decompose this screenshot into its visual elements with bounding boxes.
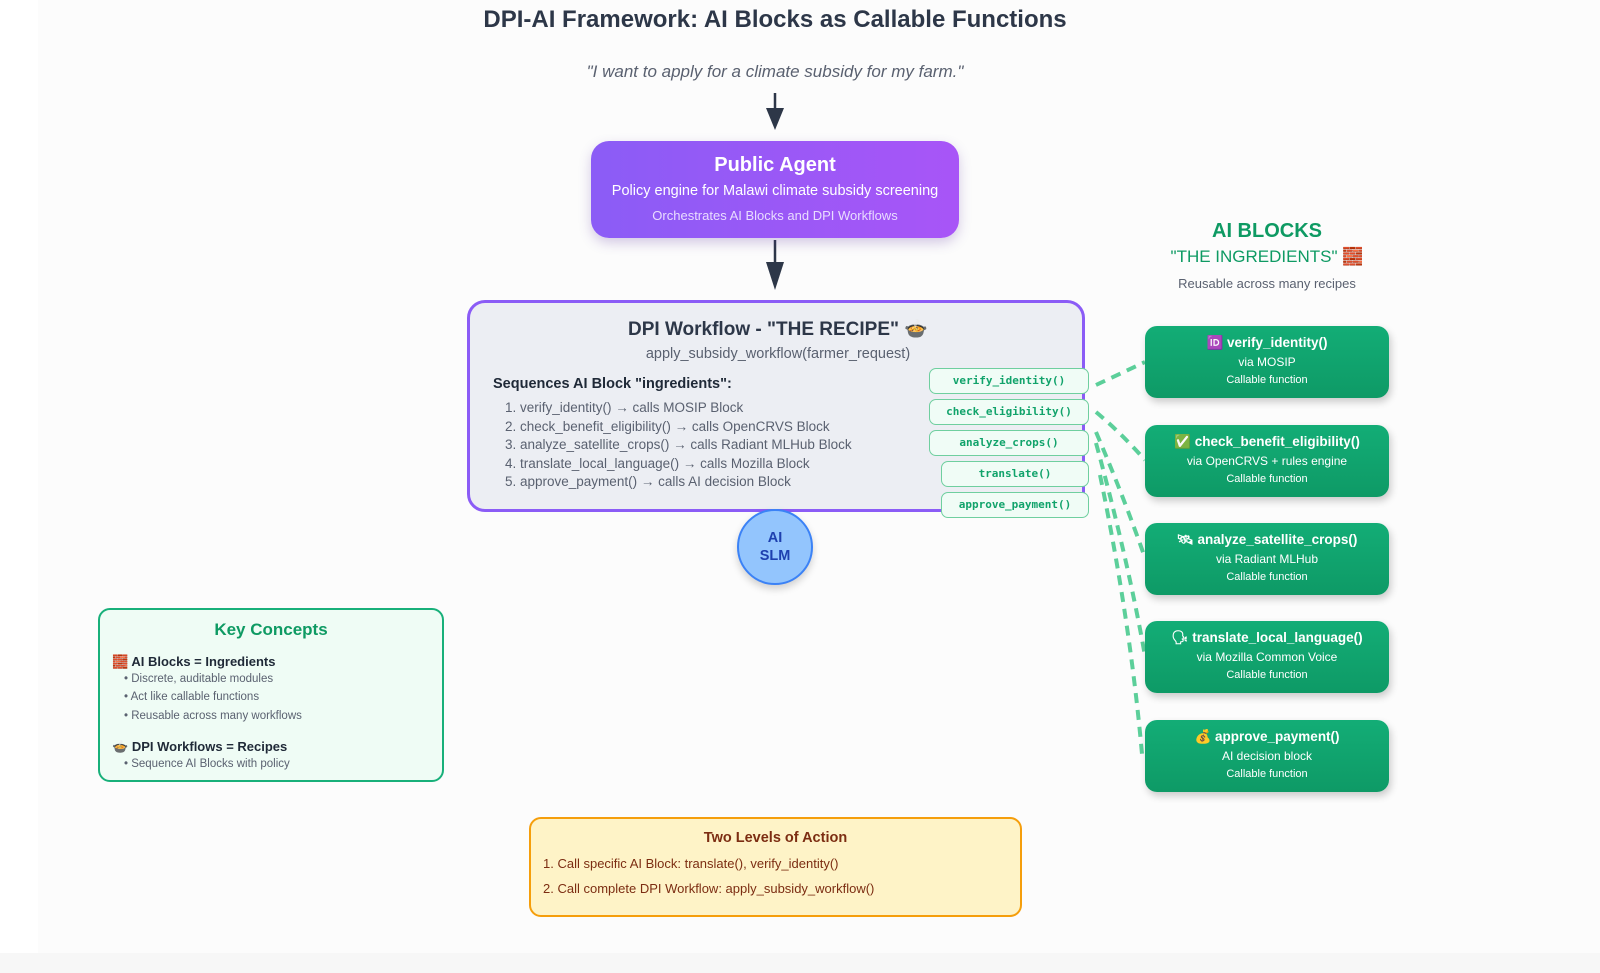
diagram-title: DPI-AI Framework: AI Blocks as Callable … (483, 6, 1067, 33)
ai-blocks-subtitle: "THE INGREDIENTS" 🧱 (1145, 247, 1389, 267)
block-function-name: verify_identity() (1227, 335, 1328, 350)
concept-heading: 🍲 DPI Workflows = Recipes (112, 739, 287, 755)
public-agent-box[interactable]: Public Agent Policy engine for Malawi cl… (591, 141, 959, 238)
pill-check-eligibility[interactable]: check_eligibility() (929, 399, 1089, 425)
ai-blocks-title: AI BLOCKS (1212, 220, 1322, 242)
workflow-step: verify_identity() → calls MOSIP Block (520, 399, 852, 418)
block-via: via Mozilla Common Voice (1196, 650, 1338, 664)
concept-bullet: • Reusable across many workflows (124, 710, 302, 722)
key-concepts-box: Key Concepts 🧱 AI Blocks = Ingredients •… (98, 608, 444, 782)
level-item: 1. Call specific AI Block: translate(), … (543, 856, 839, 871)
block-function: 🆔 verify_identity() (1145, 335, 1389, 351)
workflow-title: DPI Workflow - "THE RECIPE" 🍲 (470, 317, 1086, 341)
block-function-name: check_benefit_eligibility() (1194, 434, 1360, 449)
block-type: Callable function (1226, 571, 1308, 583)
money-bag-icon: 💰 (1194, 729, 1212, 745)
soup-bowl-icon: 🍲 (112, 740, 129, 755)
concept-bullet: • Act like callable functions (124, 691, 260, 703)
concept-bullet: • Sequence AI Blocks with policy (124, 758, 290, 770)
workflow-step: analyze_satellite_crops() → calls Radian… (520, 436, 852, 455)
public-agent-subtitle: Policy engine for Malawi climate subsidy… (611, 183, 939, 199)
id-icon: 🆔 (1206, 335, 1224, 351)
concept-heading-text: DPI Workflows = Recipes (131, 739, 288, 754)
brick-icon: 🧱 (112, 655, 129, 670)
ai-block-check-benefit-eligibility[interactable]: ✅ check_benefit_eligibility() via OpenCR… (1145, 425, 1389, 497)
workflow-step: check_benefit_eligibility() → calls Open… (520, 418, 852, 437)
two-levels-box: Two Levels of Action 1. Call specific AI… (529, 817, 1022, 917)
block-function-name: translate_local_language() (1192, 630, 1363, 645)
block-function: ✅ check_benefit_eligibility() (1145, 434, 1389, 450)
concept-bullet: • Discrete, auditable modules (124, 673, 274, 685)
satellite-icon: 🛰 (1176, 532, 1194, 548)
workflow-signature: apply_subsidy_workflow(farmer_request) (645, 346, 911, 362)
block-via: via Radiant MLHub (1215, 552, 1319, 566)
ai-block-verify-identity[interactable]: 🆔 verify_identity() via MOSIP Callable f… (1145, 326, 1389, 398)
public-agent-title: Public Agent (714, 154, 836, 176)
block-type: Callable function (1226, 473, 1308, 485)
pill-approve-payment[interactable]: approve_payment() (941, 492, 1089, 518)
ai-block-approve-payment[interactable]: 💰 approve_payment() AI decision block Ca… (1145, 720, 1389, 792)
bottom-band (0, 953, 1600, 973)
pill-verify-identity[interactable]: verify_identity() (929, 368, 1089, 394)
block-via: AI decision block (1221, 749, 1313, 763)
pill-translate[interactable]: translate() (941, 461, 1089, 487)
workflow-sequence-label: Sequences AI Block "ingredients": (493, 376, 732, 392)
speaking-head-icon: 🗣 (1171, 630, 1189, 646)
brick-icon: 🧱 (1342, 247, 1364, 267)
user-request-quote: "I want to apply for a climate subsidy f… (586, 62, 964, 81)
workflow-steps: verify_identity() → calls MOSIP Block ch… (496, 399, 852, 492)
public-agent-description: Orchestrates AI Blocks and DPI Workflows (652, 208, 898, 223)
block-function: 🗣 translate_local_language() (1145, 630, 1389, 646)
ai-block-translate-local-language[interactable]: 🗣 translate_local_language() via Mozilla… (1145, 621, 1389, 693)
soup-bowl-icon: 🍲 (904, 318, 928, 340)
slm-line-2: SLM (759, 548, 791, 564)
slm-line-1: AI (767, 530, 783, 546)
workflow-title-text: DPI Workflow - "THE RECIPE" (628, 319, 900, 340)
block-type: Callable function (1226, 374, 1308, 386)
key-concepts-title: Key Concepts (214, 620, 328, 639)
ai-slm-node[interactable]: AI SLM (737, 509, 813, 585)
workflow-step: approve_payment() → calls AI decision Bl… (520, 473, 852, 492)
concept-heading: 🧱 AI Blocks = Ingredients (112, 654, 275, 670)
workflow-step: translate_local_language() → calls Mozil… (520, 455, 852, 474)
two-levels-title: Two Levels of Action (703, 830, 848, 846)
check-icon: ✅ (1174, 434, 1191, 450)
block-type: Callable function (1226, 768, 1308, 780)
concept-heading-text: AI Blocks = Ingredients (131, 654, 276, 669)
block-type: Callable function (1226, 669, 1308, 681)
block-via: via OpenCRVS + rules engine (1186, 454, 1348, 468)
block-function: 💰 approve_payment() (1145, 729, 1389, 745)
ai-block-analyze-satellite-crops[interactable]: 🛰 analyze_satellite_crops() via Radiant … (1145, 523, 1389, 595)
block-via: via MOSIP (1238, 355, 1296, 369)
ai-blocks-description: Reusable across many recipes (1178, 276, 1356, 291)
ai-blocks-subtitle-text: "THE INGREDIENTS" (1170, 247, 1338, 266)
level-item: 2. Call complete DPI Workflow: apply_sub… (543, 881, 875, 896)
block-function: 🛰 analyze_satellite_crops() (1145, 532, 1389, 548)
pill-analyze-crops[interactable]: analyze_crops() (929, 430, 1089, 456)
block-function-name: analyze_satellite_crops() (1197, 532, 1358, 547)
block-function-name: approve_payment() (1215, 729, 1340, 744)
